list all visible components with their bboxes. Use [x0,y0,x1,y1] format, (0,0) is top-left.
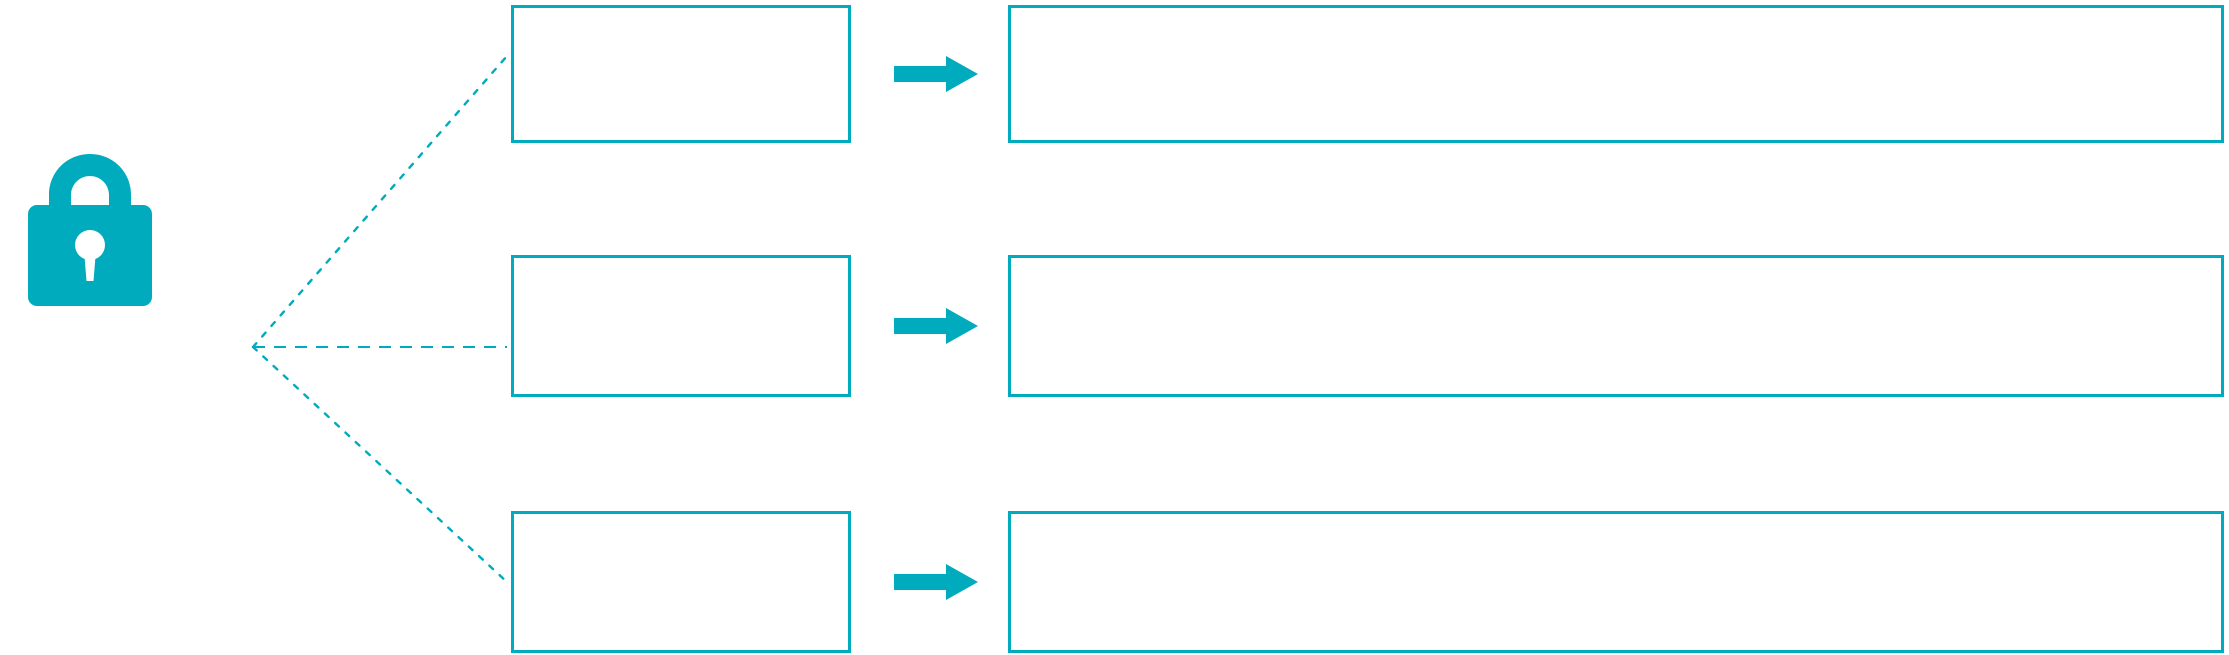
row-1-stage-box[interactable] [511,5,851,143]
padlock-icon [24,150,156,310]
row-1-detail-box[interactable] [1008,5,2224,143]
row-2-detail-box[interactable] [1008,255,2224,397]
row-3-stage-label [514,514,848,650]
row-3-stage-box[interactable] [511,511,851,653]
row-3-detail-box[interactable] [1008,511,2224,653]
row-1-arrow-icon [894,56,978,92]
flow-row-1 [0,0,2229,150]
row-3-arrow-icon [894,564,978,600]
row-2-arrow-icon [894,308,978,344]
row-3-detail-label [1011,514,2221,650]
row-2-stage-box[interactable] [511,255,851,397]
